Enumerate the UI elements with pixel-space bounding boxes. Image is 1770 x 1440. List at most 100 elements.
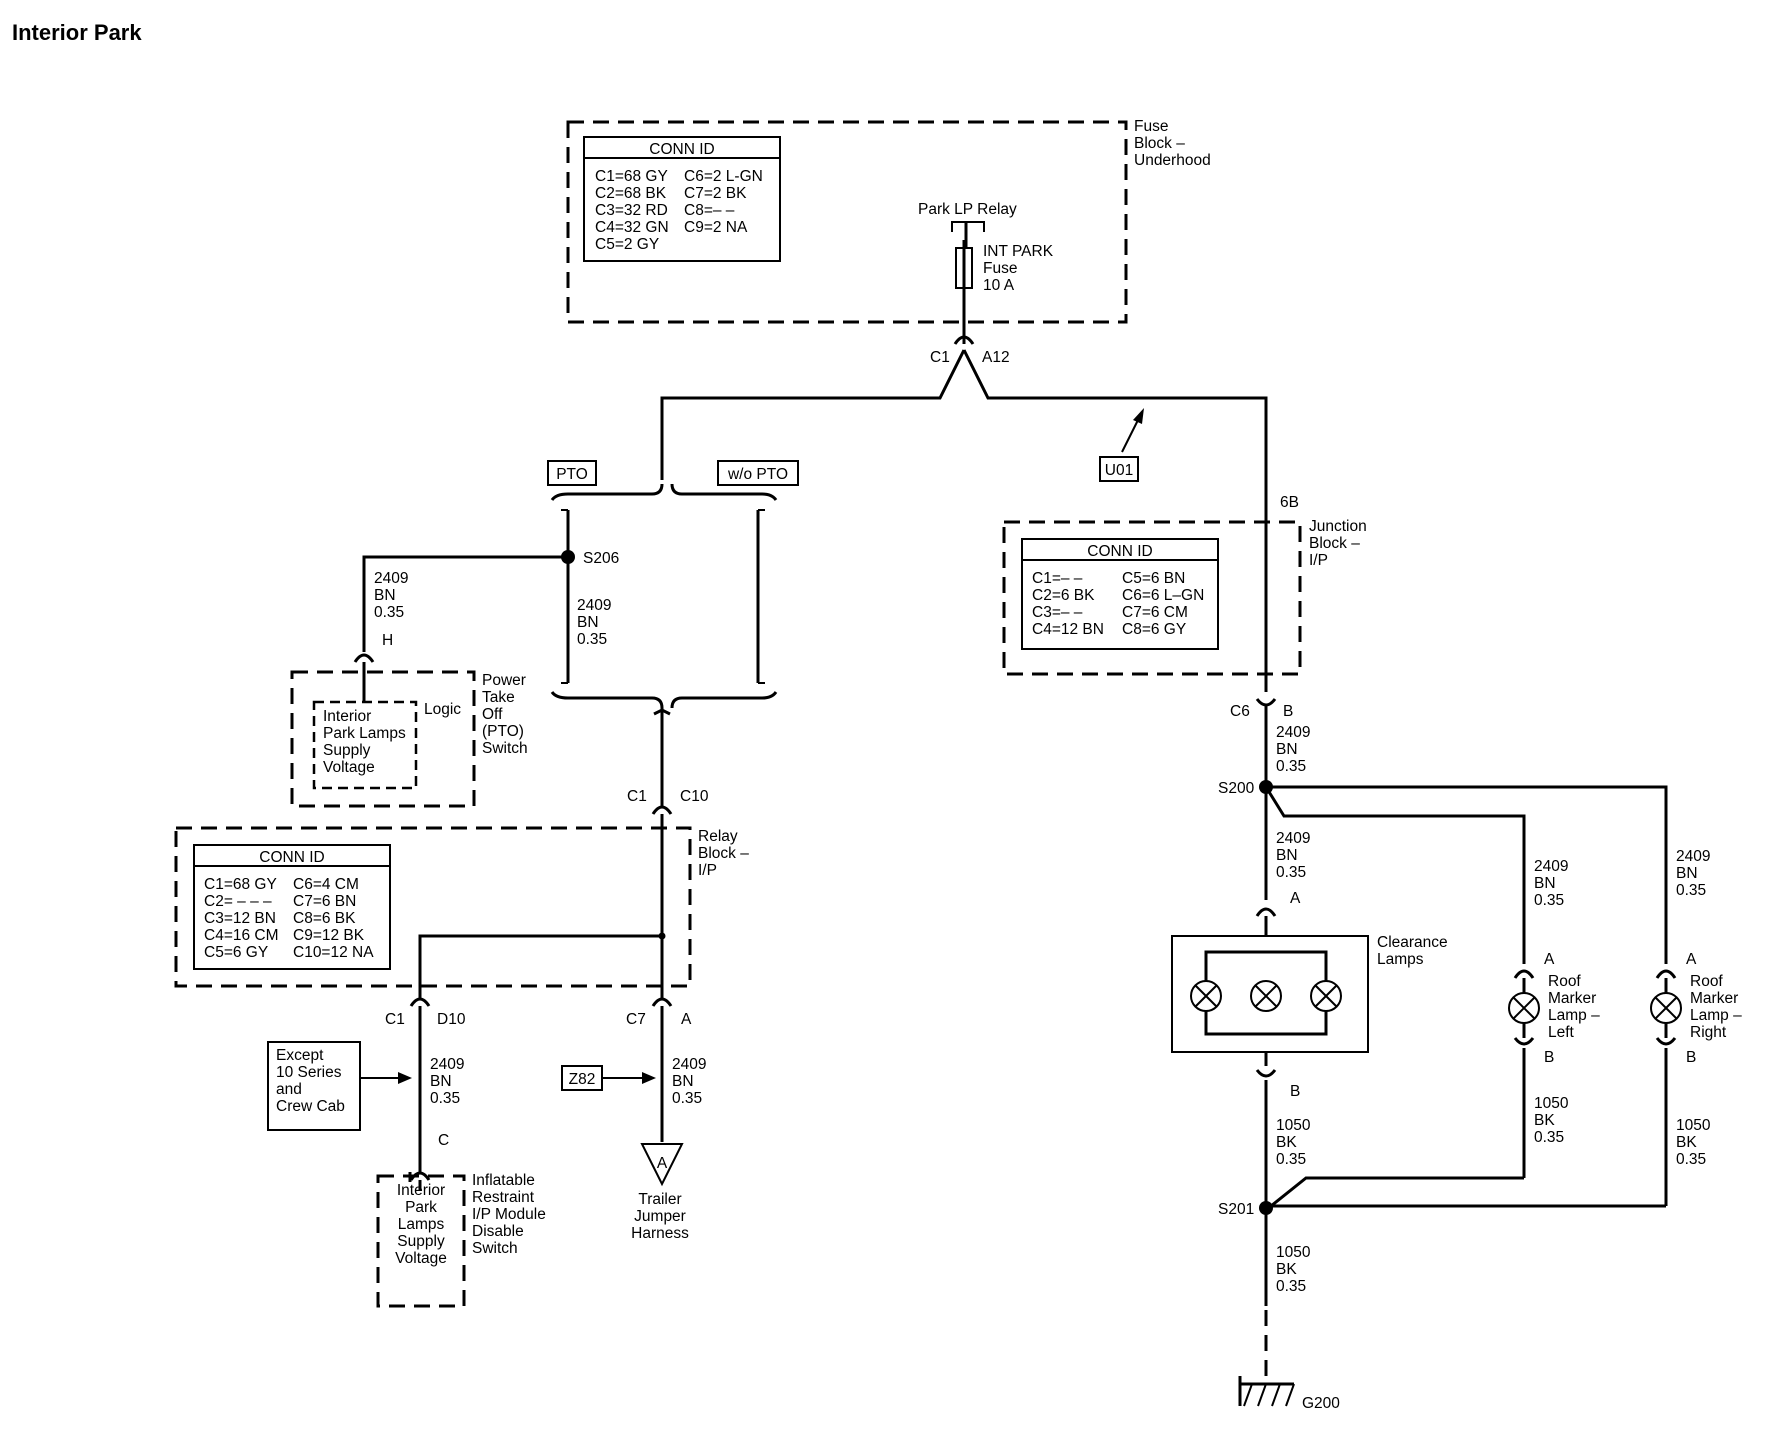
roof-right-label-line: Right [1690,1024,1727,1041]
pto-switch-inner-line: Park Lamps [323,725,406,742]
relay-block-conn-col2-line: C10=12 NA [293,944,374,961]
junction-block-conn-col1-line: C3=– – [1032,604,1083,621]
fuse-block-connector: C1 [930,349,950,366]
fuse-block-pin: A12 [982,349,1010,366]
s200-label: S200 [1218,780,1255,797]
junction-block-conn-col2-line: C7=6 CM [1122,604,1188,621]
wire-label-s206-pto-line: 0.35 [374,604,404,621]
relay-block-conn-top: C1 [627,788,647,805]
airbag-switch-inner-line: Lamps [398,1216,445,1233]
junction-block-conn: C6 [1230,703,1250,720]
wire-label-roof-right-ground-line: BK [1676,1134,1697,1151]
ground-label: G200 [1302,1395,1340,1412]
fuse-block-label-line: Block – [1134,135,1185,152]
wire-label-s201-ground-line: 0.35 [1276,1278,1306,1295]
fuse-block-conn-col2-line: C7=2 BK [684,185,747,202]
clearance-lamp-1 [1190,980,1222,1012]
airbag-switch-label-line: Switch [472,1240,518,1257]
wire-label-s206-pto-line: 2409 [374,570,408,587]
airbag-switch-label-line: I/P Module [472,1206,546,1223]
wire-label-jb-s200-line: 2409 [1276,724,1310,741]
wire-label-airbag-line: BN [430,1073,452,1090]
wire-label-roof-left-ground-line: 1050 [1534,1095,1569,1112]
wire-label-trailer-line: BN [672,1073,694,1090]
relay-block-conn-col1-line: C5=6 GY [204,944,268,961]
fuse-block-conn-col1-line: C3=32 RD [595,202,668,219]
trailer-pin: A [657,1155,668,1172]
pto-logic-label: Logic [424,701,461,718]
clearance-label-line: Clearance [1377,934,1448,951]
junction-block-conn-id-header: CONN ID [1087,543,1152,560]
fuse-block-conn-col1-line: C1=68 GY [595,168,668,185]
trailer-label-line: Trailer [638,1191,681,1208]
wire-label-pto-option-line: 2409 [577,597,611,614]
relay-block-conn-col1-line: C3=12 BN [204,910,276,927]
relay-out2-pin: A [681,1011,692,1028]
pto-switch-pin: H [382,632,393,649]
junction-block-label-line: Block – [1309,535,1360,552]
wire-label-roof-left-ground-line: 0.35 [1534,1129,1564,1146]
relay-block-label-line: Block – [698,845,749,862]
junction-block-pin: B [1283,703,1293,720]
roof-right-pin-b: B [1686,1049,1696,1066]
junction-block-label-line: I/P [1309,552,1328,569]
relay-out1-pin: D10 [437,1011,466,1028]
wire-label-pto-option-line: 0.35 [577,631,607,648]
relay-block-conn-col2-line: C9=12 BK [293,927,365,944]
wire-label-clearance-ground-line: 1050 [1276,1117,1311,1134]
fuse-label-line: 10 A [983,277,1015,294]
relay-block-conn-col1-line: C2= – – – [204,893,272,910]
pto-switch-label-line: Off [482,706,503,723]
except-note-line: Crew Cab [276,1098,345,1115]
airbag-switch-pin: C [438,1132,449,1149]
fuse-block-label-line: Fuse [1134,118,1168,135]
roof-right-label-line: Roof [1690,973,1723,990]
relay-block-conn-col2-line: C7=6 BN [293,893,356,910]
pto-switch-inner-line: Interior [323,708,371,725]
relay-block-conn-id-header: CONN ID [259,849,324,866]
page-title: Interior Park [12,20,142,45]
wire-label-airbag-line: 0.35 [430,1090,460,1107]
fuse-label-line: Fuse [983,260,1017,277]
roof-left-label-line: Roof [1548,973,1581,990]
relay-block-conn-col1-line: C4=16 CM [204,927,279,944]
pto-switch-label-line: Switch [482,740,528,757]
airbag-switch-inner-line: Interior [397,1182,445,1199]
wire-label-trailer-line: 0.35 [672,1090,702,1107]
airbag-switch-label-line: Inflatable [472,1172,535,1189]
relay-block-label-line: Relay [698,828,738,845]
wire-label-roof-left-line: BN [1534,875,1556,892]
junction-block-label-line: Junction [1309,518,1367,535]
wire-label-clearance-ground-line: BK [1276,1134,1297,1151]
u01-label: U01 [1105,462,1133,479]
airbag-switch-inner-line: Supply [397,1233,445,1250]
junction-block-input-wire: 6B [1280,494,1299,511]
junction-block-conn-col2-line: C8=6 GY [1122,621,1186,638]
wire-label-clearance-line: BN [1276,847,1298,864]
wire-label-clearance-line: 0.35 [1276,864,1306,881]
s201-label: S201 [1218,1201,1254,1218]
roof-left-pin-a: A [1544,951,1555,968]
wire-label-roof-right-line: BN [1676,865,1698,882]
relay-block-pin-top: C10 [680,788,709,805]
fuse-label-line: INT PARK [983,243,1054,260]
wire-label-jb-s200-line: BN [1276,741,1298,758]
fuse-block-conn-id-header: CONN ID [649,141,714,158]
clearance-lamp-3 [1310,980,1342,1012]
